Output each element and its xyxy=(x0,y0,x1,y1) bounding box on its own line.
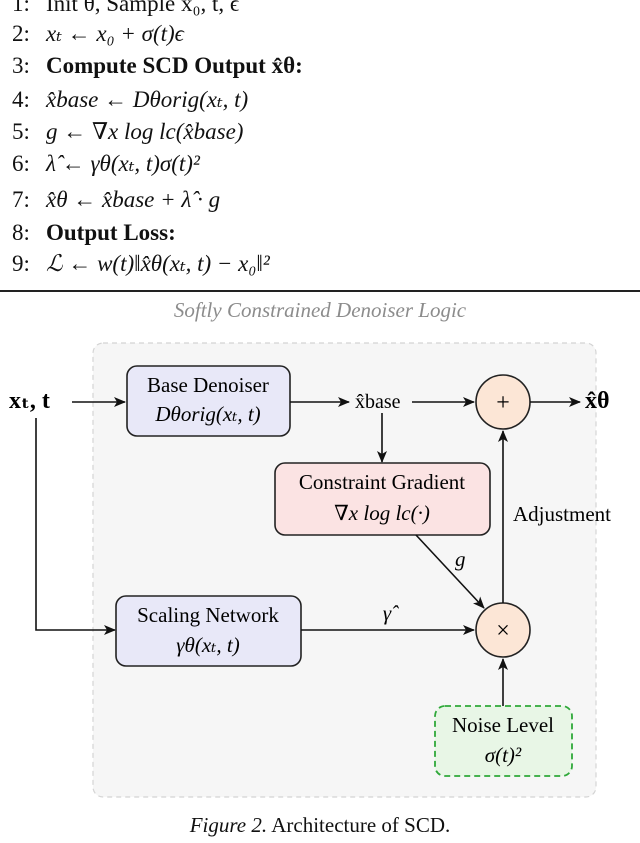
scaling-network-formula: γθ(xₜ, t) xyxy=(176,633,239,657)
adjustment-label: Adjustment xyxy=(513,502,611,526)
algorithm-line-3: 3: Compute SCD Output x̂θ: xyxy=(12,50,303,82)
line-text: x̂θ ← x̂base + λ̂ · g xyxy=(46,187,221,212)
scaling-network-title: Scaling Network xyxy=(137,603,279,627)
line-text: xₜ ← x₀ + σ(t)ϵ xyxy=(46,21,184,46)
line-text: g ← ∇x log lc(x̂base) xyxy=(46,119,244,144)
line-number: 6: xyxy=(12,151,30,176)
times-symbol: × xyxy=(496,618,510,644)
line-number: 7: xyxy=(12,187,30,212)
constraint-gradient-title: Constraint Gradient xyxy=(299,470,465,494)
line-text: Compute SCD Output x̂θ: xyxy=(46,53,303,78)
input-label: xₜ, t xyxy=(9,388,50,414)
diagram-title: Softly Constrained Denoiser Logic xyxy=(173,298,467,322)
line-number: 8: xyxy=(12,220,30,245)
line-text: Output Loss: xyxy=(46,220,176,245)
line-number: 2: xyxy=(12,21,30,46)
algorithm-line-1: 1: Init θ, Sample x₀, t, ϵ xyxy=(12,0,239,20)
plus-node: + xyxy=(475,374,531,430)
base-denoiser-formula: Dθorig(xₜ, t) xyxy=(154,402,260,426)
noise-level-node: Noise Level σ(t)² xyxy=(434,705,573,777)
times-node: × xyxy=(475,602,531,658)
arrow-gradient-to-times xyxy=(415,534,485,609)
line-text: ℒ ← w(t)‖x̂θ(xₜ, t) − x₀‖² xyxy=(46,251,270,276)
plus-symbol: + xyxy=(496,390,510,416)
constraint-gradient-formula: ∇x log lc(·) xyxy=(334,501,430,525)
arrow-input-to-scaling-network xyxy=(35,418,116,635)
constraint-gradient-node: Constraint Gradient ∇x log lc(·) xyxy=(274,462,491,536)
algorithm-line-4: 4: x̂base ← Dθorig(xₜ, t) xyxy=(12,84,248,116)
line-number: 1: xyxy=(12,0,30,16)
algorithm-line-2: 2: xₜ ← x₀ + σ(t)ϵ xyxy=(12,18,184,50)
algorithm-line-8: 8: Output Loss: xyxy=(12,217,176,249)
noise-level-title: Noise Level xyxy=(452,713,554,737)
base-denoiser-node: Base Denoiser Dθorig(xₜ, t) xyxy=(126,365,291,437)
figure-number: Figure 2. xyxy=(189,813,268,837)
algorithm-line-5: 5: g ← ∇x log lc(x̂base) xyxy=(12,116,243,148)
g-label: g xyxy=(455,547,466,571)
scaling-network-node: Scaling Network γθ(xₜ, t) xyxy=(115,595,302,667)
base-denoiser-title: Base Denoiser xyxy=(147,373,269,397)
line-number: 3: xyxy=(12,53,30,78)
figure-caption: Figure 2. Architecture of SCD. xyxy=(0,813,640,838)
line-number: 4: xyxy=(12,87,30,112)
figure-caption-text: Architecture of SCD. xyxy=(271,813,451,837)
output-label: x̂θ xyxy=(585,388,610,414)
algorithm-line-6: 6: λ̂ ← γθ(xₜ, t)σ(t)² xyxy=(12,148,200,180)
algorithm-bottom-rule xyxy=(0,290,640,292)
line-text: x̂base ← Dθorig(xₜ, t) xyxy=(46,87,249,112)
line-number: 5: xyxy=(12,119,30,144)
algorithm-line-9: 9: ℒ ← w(t)‖x̂θ(xₜ, t) − x₀‖² xyxy=(12,248,270,280)
diagram-background-panel xyxy=(92,342,597,798)
line-number: 9: xyxy=(12,251,30,276)
algorithm-line-7: 7: x̂θ ← x̂base + λ̂ · g xyxy=(12,184,220,216)
noise-level-formula: σ(t)² xyxy=(485,743,522,767)
line-text: λ̂ ← γθ(xₜ, t)σ(t)² xyxy=(46,151,200,176)
xbase-label: x̂base xyxy=(355,391,401,413)
line-text: Init θ, Sample x₀, t, ϵ xyxy=(46,0,240,16)
